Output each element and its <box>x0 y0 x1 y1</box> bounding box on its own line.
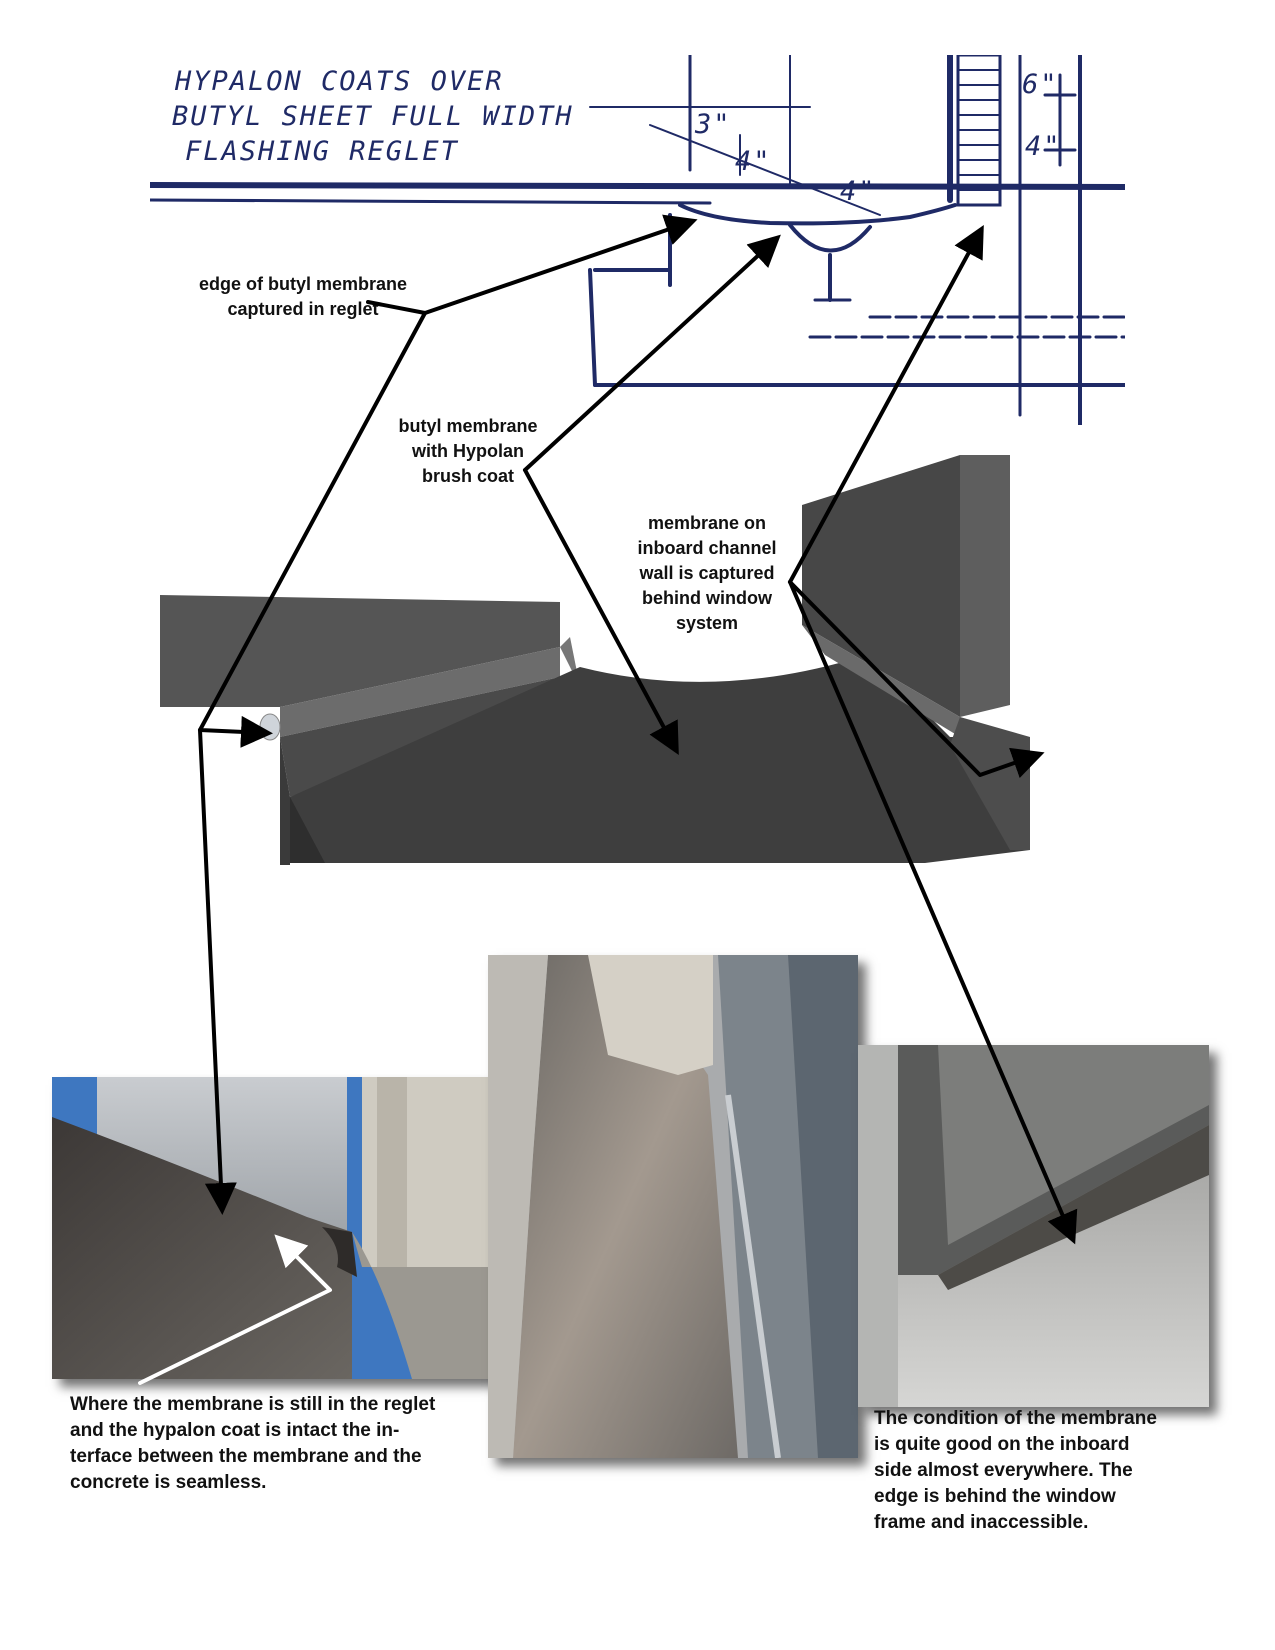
photo-channel-floor <box>488 955 858 1458</box>
label-brush-coat: butyl membrane with Hypolan brush coat <box>398 416 538 486</box>
blueprint-sketch: HYPALON COATS OVER BUTYL SHEET FULL WIDT… <box>150 55 1125 425</box>
sketch-dim-1: 6" <box>1022 69 1059 100</box>
sketch-dim-3: 3" <box>694 109 732 140</box>
sketch-slab-line <box>150 182 1125 190</box>
sketch-dim-5: 4" <box>840 176 877 207</box>
caption-left: Where the membrane is still in the regle… <box>70 1394 436 1493</box>
sketch-membrane-curve <box>678 203 957 226</box>
sketch-note-line-1: HYPALON COATS OVER <box>174 66 504 97</box>
photo-reglet-edge <box>52 1077 525 1379</box>
label-reglet-edge: edge of butyl membrane captured in regle… <box>198 274 408 319</box>
caption-right: The condition of the membrane is quite g… <box>874 1408 1157 1533</box>
channel-3d-model <box>160 455 1030 865</box>
channel-membrane <box>513 955 738 1458</box>
sketch-dim-2: 4" <box>1025 131 1062 162</box>
reglet-edge <box>259 713 281 741</box>
label-inboard-wall: membrane on inboard channel wall is capt… <box>637 513 777 633</box>
inboard-membrane <box>858 1165 1209 1407</box>
sketch-dim-4: 4" <box>735 146 772 177</box>
sketch-note-line-2: BUTYL SHEET FULL WIDTH <box>172 101 574 132</box>
sketch-note-line-3: FLASHING REGLET <box>185 136 459 167</box>
photo-inboard-wall <box>858 1045 1209 1407</box>
